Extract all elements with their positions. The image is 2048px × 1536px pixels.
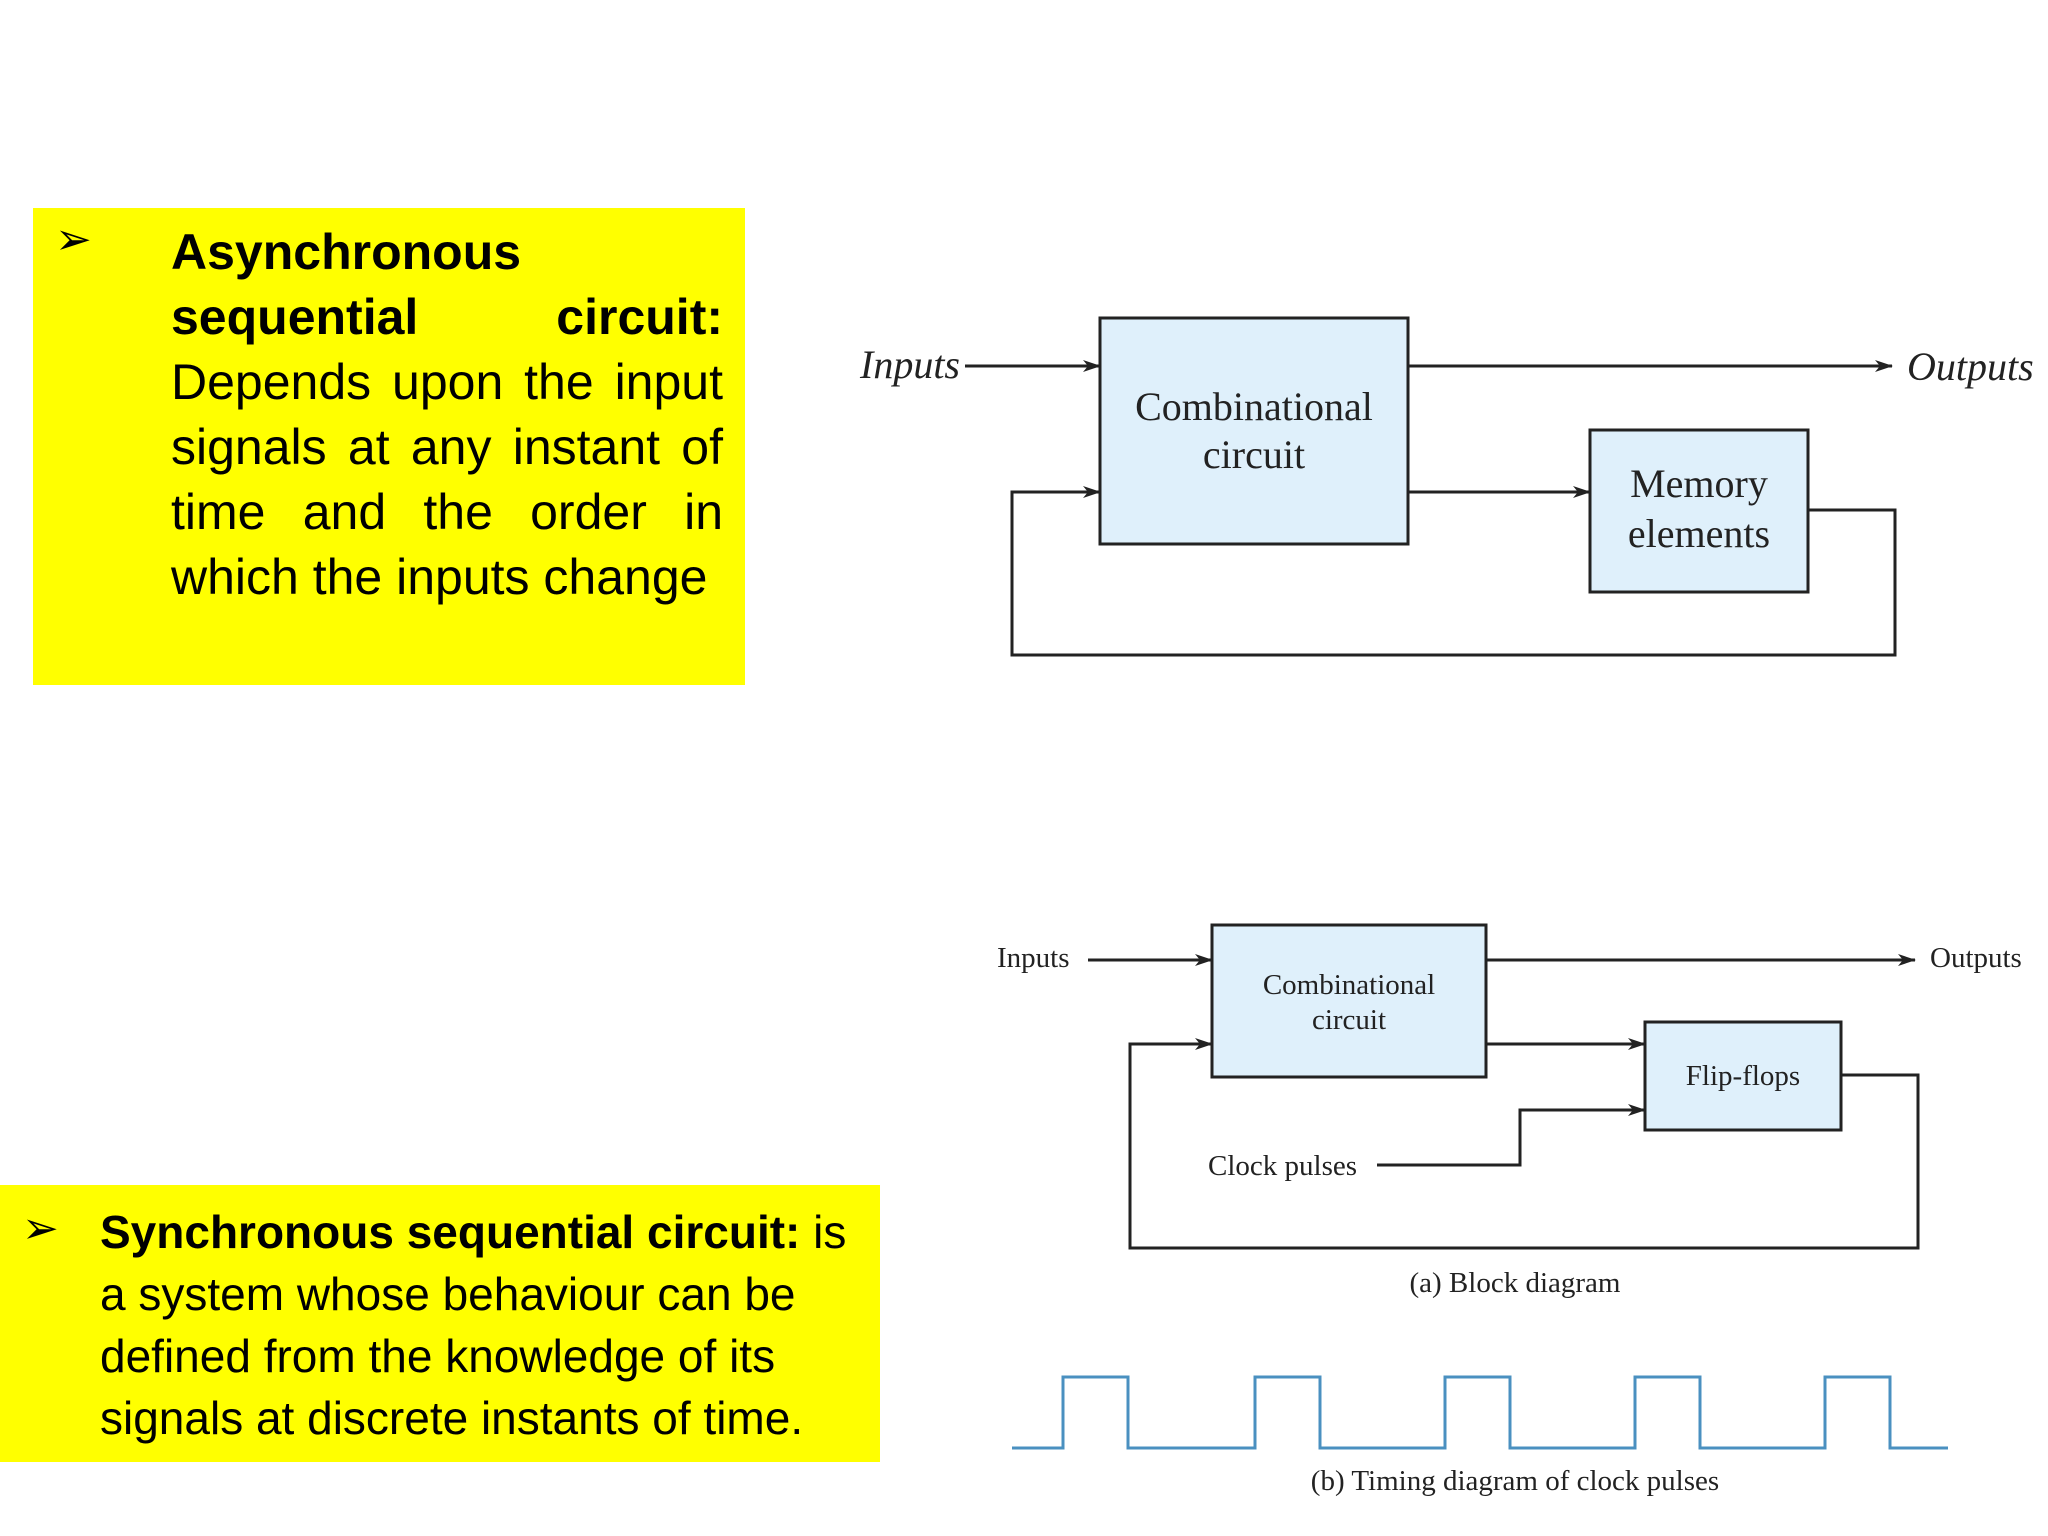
caption-block-diagram: (a) Block diagram [1410, 1267, 1621, 1299]
async-definition-text: Asynchronous sequential circuit: Depends… [171, 220, 723, 610]
sync-flipflops-block [1643, 1020, 1843, 1132]
sync-clock-label: Clock pulses [1208, 1150, 1357, 1182]
async-title: Asynchronous sequential circuit: [171, 224, 723, 345]
async-block-diagram [965, 316, 1897, 657]
async-memory-block [1588, 428, 1810, 594]
async-combinational-block [1098, 316, 1410, 546]
sync-inputs-label: Inputs [997, 942, 1070, 974]
sync-clock-arrow [1377, 1104, 1646, 1167]
async-definition-box: ➢ Asynchronous sequential circuit: Depen… [33, 208, 745, 685]
async-mem-label-1: Memory [1630, 461, 1768, 506]
sync-flipflops-label: Flip-flops [1686, 1060, 1800, 1092]
sync-comb-label-2: circuit [1312, 1004, 1386, 1036]
sync-title: Synchronous sequential circuit: [100, 1206, 801, 1258]
sync-outputs-label: Outputs [1930, 942, 2022, 974]
async-feedback-line [1010, 486, 1897, 657]
async-inputs-label: Inputs [859, 342, 960, 387]
async-comb-label-1: Combinational [1135, 384, 1373, 429]
sync-definition-box: ➢ Synchronous sequential circuit: is a s… [0, 1185, 880, 1462]
async-body: Depends upon the input signals at any in… [171, 354, 723, 605]
async-comb-label-2: circuit [1203, 432, 1305, 477]
sync-block-diagram [1088, 923, 1920, 1250]
arrow-bullet-icon: ➢ [22, 1203, 59, 1254]
sync-combinational-block [1210, 923, 1488, 1079]
arrow-bullet-icon: ➢ [55, 214, 92, 265]
sync-feedback-line [1128, 1038, 1920, 1250]
async-outputs-label: Outputs [1907, 344, 2034, 389]
clock-pulse-waveform [1012, 1375, 1948, 1450]
async-mem-label-2: elements [1628, 511, 1770, 556]
sync-body: is a system whose behaviour can be defin… [100, 1206, 847, 1444]
sync-comb-label-1: Combinational [1263, 969, 1435, 1001]
caption-timing-diagram: (b) Timing diagram of clock pulses [1311, 1465, 1719, 1497]
sync-definition-text: Synchronous sequential circuit: is a sys… [100, 1201, 870, 1449]
